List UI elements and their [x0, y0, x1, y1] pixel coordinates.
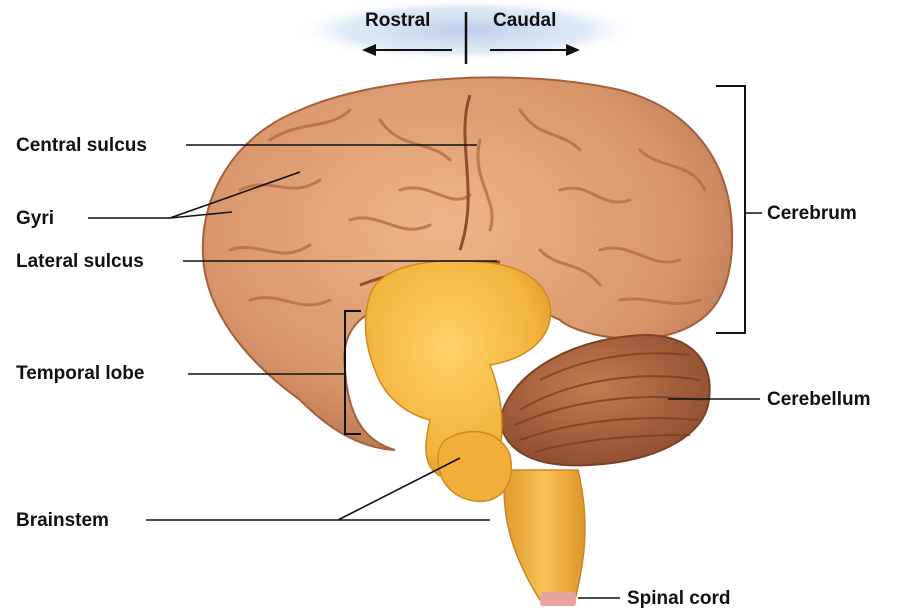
brainstem-shape — [438, 432, 511, 502]
cerebrum-label: Cerebrum — [767, 204, 857, 223]
caudal-label: Caudal — [493, 11, 556, 30]
rostral-label: Rostral — [365, 11, 430, 30]
cerebellum-label: Cerebellum — [767, 390, 870, 409]
spinal-cord-end — [540, 592, 576, 606]
brainstem-label: Brainstem — [16, 511, 109, 530]
gyri-label: Gyri — [16, 209, 54, 228]
lateral-sulcus-label: Lateral sulcus — [16, 252, 144, 271]
spinal-cord-shape — [504, 470, 585, 600]
brainstem-leader-b — [338, 458, 460, 520]
central-sulcus-label: Central sulcus — [16, 136, 147, 155]
temporal-lobe-label: Temporal lobe — [16, 364, 144, 383]
spinal-cord-label: Spinal cord — [627, 589, 730, 608]
